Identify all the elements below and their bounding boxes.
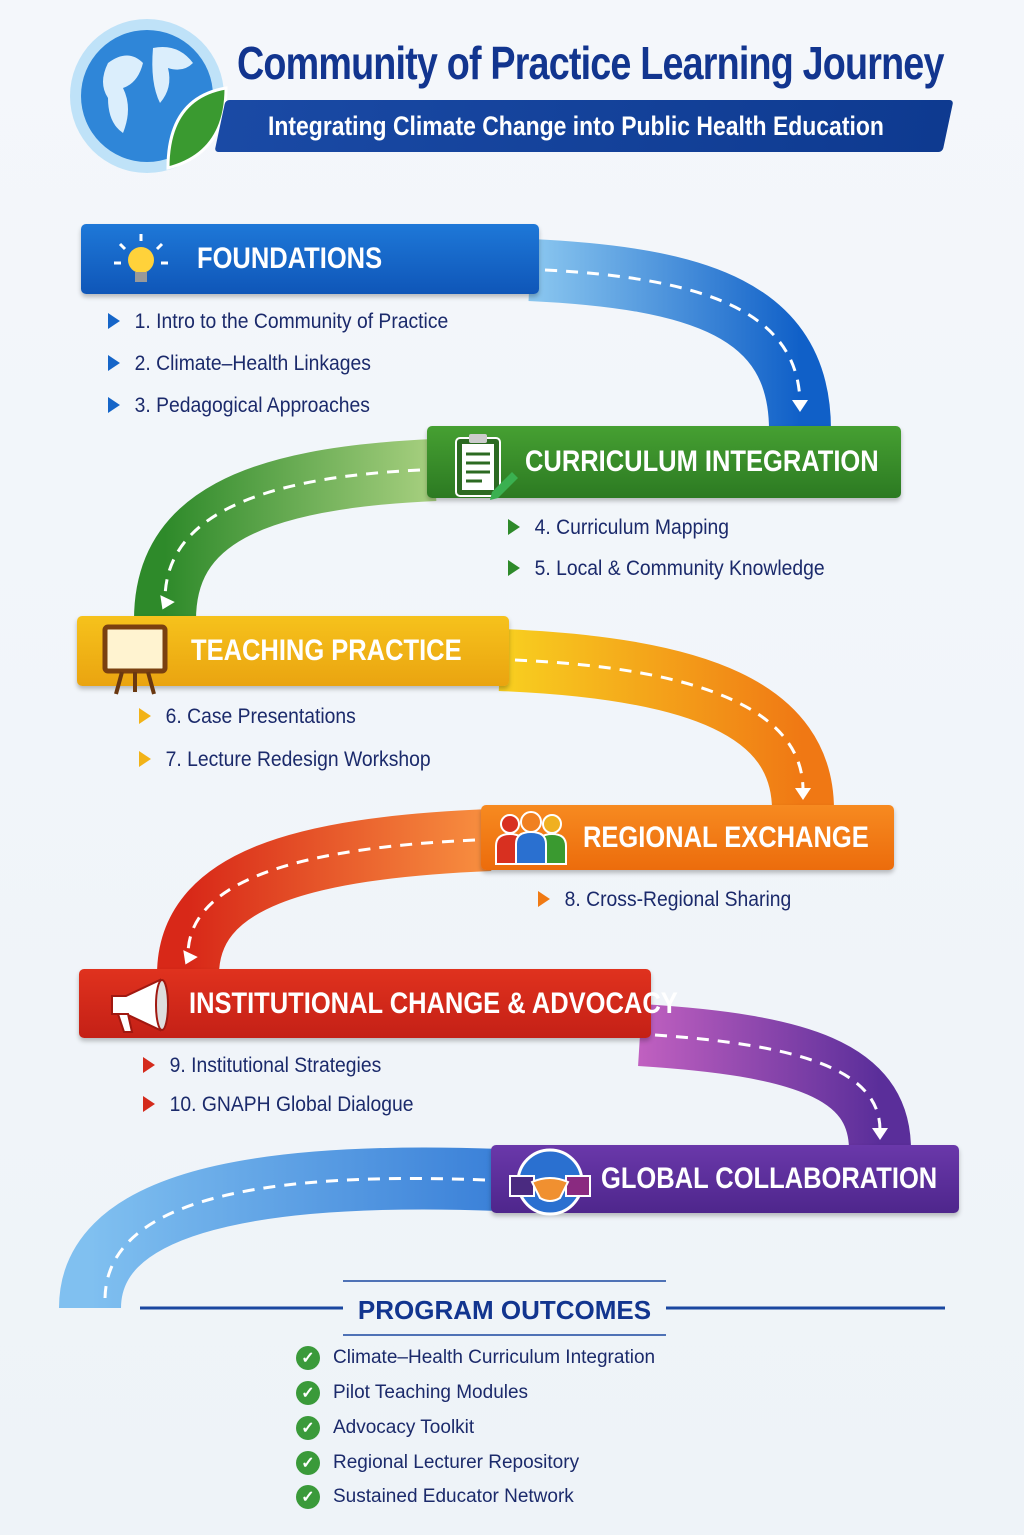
- connector-1: [528, 239, 831, 432]
- stage-title: CURRICULUM INTEGRATION: [525, 445, 879, 478]
- list-item: 7. Lecture Redesign Workshop: [139, 748, 431, 772]
- check-icon: ✓: [296, 1416, 320, 1440]
- list-item: 2. Climate–Health Linkages: [108, 352, 371, 376]
- check-icon: ✓: [296, 1451, 320, 1475]
- stage-institutional-change: INSTITUTIONAL CHANGE & ADVOCACY: [79, 969, 678, 1038]
- easel-board-icon: [102, 624, 168, 695]
- outcome-item: ✓ Sustained Educator Network: [296, 1485, 574, 1509]
- list-item: 4. Curriculum Mapping: [508, 516, 729, 540]
- outcome-item: ✓ Pilot Teaching Modules: [296, 1381, 528, 1405]
- stage-title: GLOBAL COLLABORATION: [601, 1162, 938, 1195]
- outcome-text: Advocacy Toolkit: [333, 1417, 475, 1438]
- outcome-item: ✓ Regional Lecturer Repository: [296, 1451, 579, 1475]
- stage-foundations: FOUNDATIONS: [81, 224, 539, 294]
- page-title: Community of Practice Learning Journey: [237, 37, 944, 89]
- people-group-icon: [495, 811, 567, 865]
- check-icon: ✓: [296, 1485, 320, 1509]
- outcome-text: Sustained Educator Network: [333, 1486, 574, 1507]
- list-item: 5. Local & Community Knowledge: [508, 557, 825, 581]
- outcome-text: Pilot Teaching Modules: [333, 1382, 529, 1403]
- list-item: 1. Intro to the Community of Practice: [108, 310, 448, 334]
- outcome-text: Climate–Health Curriculum Integration: [333, 1347, 656, 1368]
- globe-leaf-logo: [70, 19, 228, 173]
- megaphone-icon: [111, 978, 169, 1033]
- connector-6: [59, 1147, 502, 1310]
- list-item: 3. Pedagogical Approaches: [108, 394, 370, 418]
- page-subtitle: Integrating Climate Change into Public H…: [268, 111, 884, 141]
- connector-4: [157, 809, 492, 977]
- stage-title: REGIONAL EXCHANGE: [583, 820, 869, 854]
- item-text: 9. Institutional Strategies: [169, 1054, 382, 1077]
- list-item: 6. Case Presentations: [139, 705, 356, 729]
- item-text: 7. Lecture Redesign Workshop: [165, 748, 431, 771]
- item-text: 10. GNAPH Global Dialogue: [169, 1093, 414, 1116]
- item-text: 3. Pedagogical Approaches: [134, 394, 370, 417]
- list-item: 10. GNAPH Global Dialogue: [143, 1093, 413, 1117]
- outcome-text: Regional Lecturer Repository: [333, 1452, 580, 1473]
- item-text: 6. Case Presentations: [165, 705, 356, 728]
- lightbulb-icon: [114, 234, 168, 282]
- item-text: 1. Intro to the Community of Practice: [134, 310, 449, 333]
- item-text: 5. Local & Community Knowledge: [534, 557, 825, 580]
- stage-title: INSTITUTIONAL CHANGE & ADVOCACY: [189, 986, 678, 1020]
- outcome-item: ✓ Advocacy Toolkit: [296, 1416, 474, 1440]
- connector-3: [498, 629, 834, 812]
- item-text: 4. Curriculum Mapping: [534, 516, 730, 539]
- connector-2: [134, 439, 437, 622]
- stage-title: FOUNDATIONS: [197, 242, 383, 275]
- check-icon: ✓: [296, 1346, 320, 1370]
- connector-5: [638, 1004, 911, 1152]
- item-text: 8. Cross-Regional Sharing: [564, 888, 792, 911]
- check-icon: ✓: [296, 1381, 320, 1405]
- list-item: 8. Cross-Regional Sharing: [538, 888, 791, 912]
- clipboard-icon: [455, 434, 518, 500]
- outcome-item: ✓ Climate–Health Curriculum Integration: [296, 1346, 655, 1370]
- item-text: 2. Climate–Health Linkages: [134, 352, 371, 375]
- globe-handshake-icon: [509, 1148, 591, 1216]
- outcomes-title: PROGRAM OUTCOMES: [357, 1295, 652, 1325]
- list-item: 9. Institutional Strategies: [143, 1054, 381, 1078]
- stage-title: TEACHING PRACTICE: [191, 634, 462, 667]
